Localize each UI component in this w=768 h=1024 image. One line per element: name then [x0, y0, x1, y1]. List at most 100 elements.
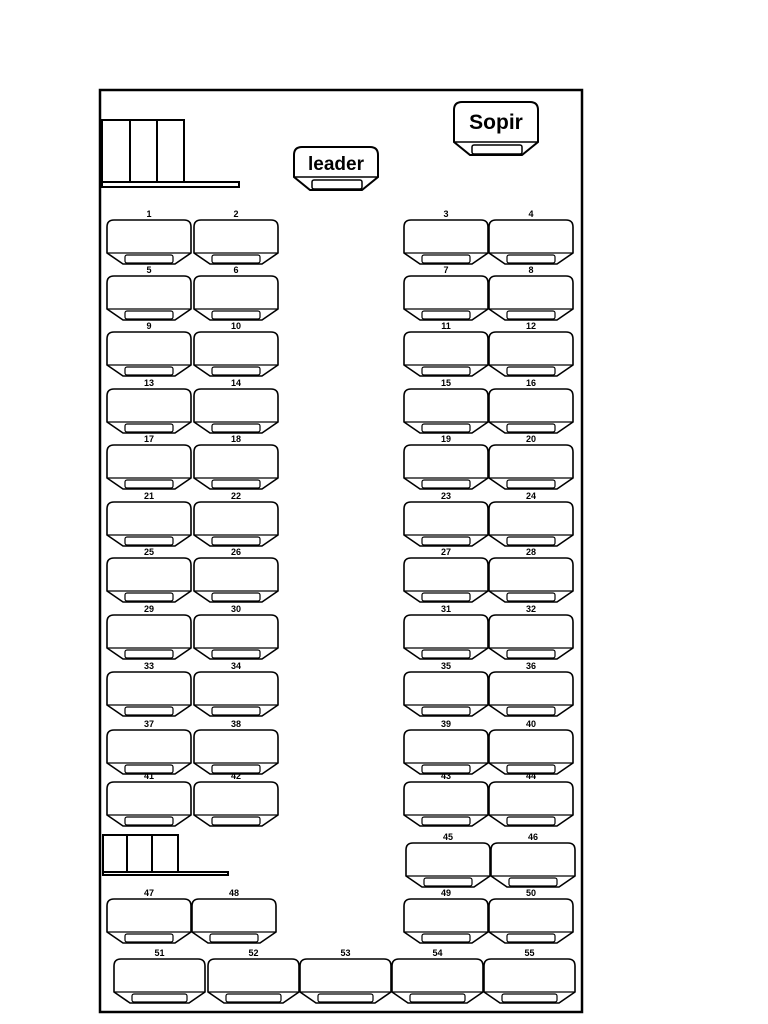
seat-54[interactable]: 54 [391, 948, 484, 1004]
seat-49[interactable]: 49 [403, 888, 489, 944]
seat-6[interactable]: 6 [193, 265, 279, 321]
seat-36[interactable]: 36 [488, 661, 574, 717]
seat-cushion [506, 706, 556, 716]
seat-39[interactable]: 39 [403, 719, 489, 775]
seat-16[interactable]: 16 [488, 378, 574, 434]
seat-42[interactable]: 42 [193, 771, 279, 827]
seat-cushion [211, 706, 261, 716]
seat-29[interactable]: 29 [106, 604, 192, 660]
seat-23[interactable]: 23 [403, 491, 489, 547]
seat-number: 53 [340, 948, 350, 958]
driver-seat[interactable]: Sopir [453, 101, 539, 156]
seat-cushion [124, 764, 174, 774]
seat-cushion [421, 649, 471, 659]
seat-14[interactable]: 14 [193, 378, 279, 434]
seat-28[interactable]: 28 [488, 547, 574, 603]
seat-45[interactable]: 45 [405, 832, 491, 888]
seat-12[interactable]: 12 [488, 321, 574, 377]
seat-24[interactable]: 24 [488, 491, 574, 547]
seat-32[interactable]: 32 [488, 604, 574, 660]
seat-37[interactable]: 37 [106, 719, 192, 775]
front-door [101, 119, 240, 188]
seat-number: 16 [526, 378, 536, 388]
seat-52[interactable]: 52 [207, 948, 300, 1004]
seat-55[interactable]: 55 [483, 948, 576, 1004]
seat-53[interactable]: 53 [299, 948, 392, 1004]
seat-cushion [211, 310, 261, 320]
seat-cushion [423, 877, 473, 887]
seat-4[interactable]: 4 [488, 209, 574, 265]
seat-13[interactable]: 13 [106, 378, 192, 434]
leader-seat[interactable]: leader [293, 146, 379, 191]
seat-40[interactable]: 40 [488, 719, 574, 775]
seat-10[interactable]: 10 [193, 321, 279, 377]
seat-number: 34 [231, 661, 241, 671]
seat-number: 23 [441, 491, 451, 501]
seat-51[interactable]: 51 [113, 948, 206, 1004]
seat-25[interactable]: 25 [106, 547, 192, 603]
seat-38[interactable]: 38 [193, 719, 279, 775]
seat-cushion [124, 816, 174, 826]
seat-3[interactable]: 3 [403, 209, 489, 265]
seat-11[interactable]: 11 [403, 321, 489, 377]
seat-cushion [124, 592, 174, 602]
seat-number: 28 [526, 547, 536, 557]
seat-cushion [421, 479, 471, 489]
seat-cushion [506, 764, 556, 774]
seat-number: 27 [441, 547, 451, 557]
seat-17[interactable]: 17 [106, 434, 192, 490]
seat-cushion [421, 254, 471, 264]
seat-44[interactable]: 44 [488, 771, 574, 827]
seat-35[interactable]: 35 [403, 661, 489, 717]
seat-cushion [211, 592, 261, 602]
seat-number: 9 [146, 321, 151, 331]
seat-22[interactable]: 22 [193, 491, 279, 547]
seat-cushion [124, 479, 174, 489]
seat-number: 6 [233, 265, 238, 275]
seat-41[interactable]: 41 [106, 771, 192, 827]
seat-46[interactable]: 46 [490, 832, 576, 888]
seat-7[interactable]: 7 [403, 265, 489, 321]
seat-48[interactable]: 48 [191, 888, 277, 944]
seat-5[interactable]: 5 [106, 265, 192, 321]
seat-cushion [506, 592, 556, 602]
seat-8[interactable]: 8 [488, 265, 574, 321]
seat-number: 52 [248, 948, 258, 958]
seat-cushion [421, 933, 471, 943]
seat-9[interactable]: 9 [106, 321, 192, 377]
seat-50[interactable]: 50 [488, 888, 574, 944]
seat-21[interactable]: 21 [106, 491, 192, 547]
seat-1[interactable]: 1 [106, 209, 192, 265]
seat-number: 19 [441, 434, 451, 444]
seat-34[interactable]: 34 [193, 661, 279, 717]
seat-cushion [508, 877, 558, 887]
seat-number: 51 [154, 948, 164, 958]
seat-cushion [124, 366, 174, 376]
seat-number: 33 [144, 661, 154, 671]
seat-15[interactable]: 15 [403, 378, 489, 434]
seat-number: 21 [144, 491, 154, 501]
seat-43[interactable]: 43 [403, 771, 489, 827]
seat-number: 3 [443, 209, 448, 219]
seat-33[interactable]: 33 [106, 661, 192, 717]
seat-27[interactable]: 27 [403, 547, 489, 603]
seat-47[interactable]: 47 [106, 888, 192, 944]
seat-number: 2 [233, 209, 238, 219]
seat-31[interactable]: 31 [403, 604, 489, 660]
seat-26[interactable]: 26 [193, 547, 279, 603]
seat-2[interactable]: 2 [193, 209, 279, 265]
seat-cushion [124, 933, 174, 943]
seat-number: 48 [229, 888, 239, 898]
seat-cushion [124, 536, 174, 546]
seat-18[interactable]: 18 [193, 434, 279, 490]
seat-cushion [506, 536, 556, 546]
seat-cushion [421, 423, 471, 433]
seat-cushion [211, 764, 261, 774]
seat-number: 13 [144, 378, 154, 388]
seat-19[interactable]: 19 [403, 434, 489, 490]
seat-number: 31 [441, 604, 451, 614]
seat-20[interactable]: 20 [488, 434, 574, 490]
seat-30[interactable]: 30 [193, 604, 279, 660]
